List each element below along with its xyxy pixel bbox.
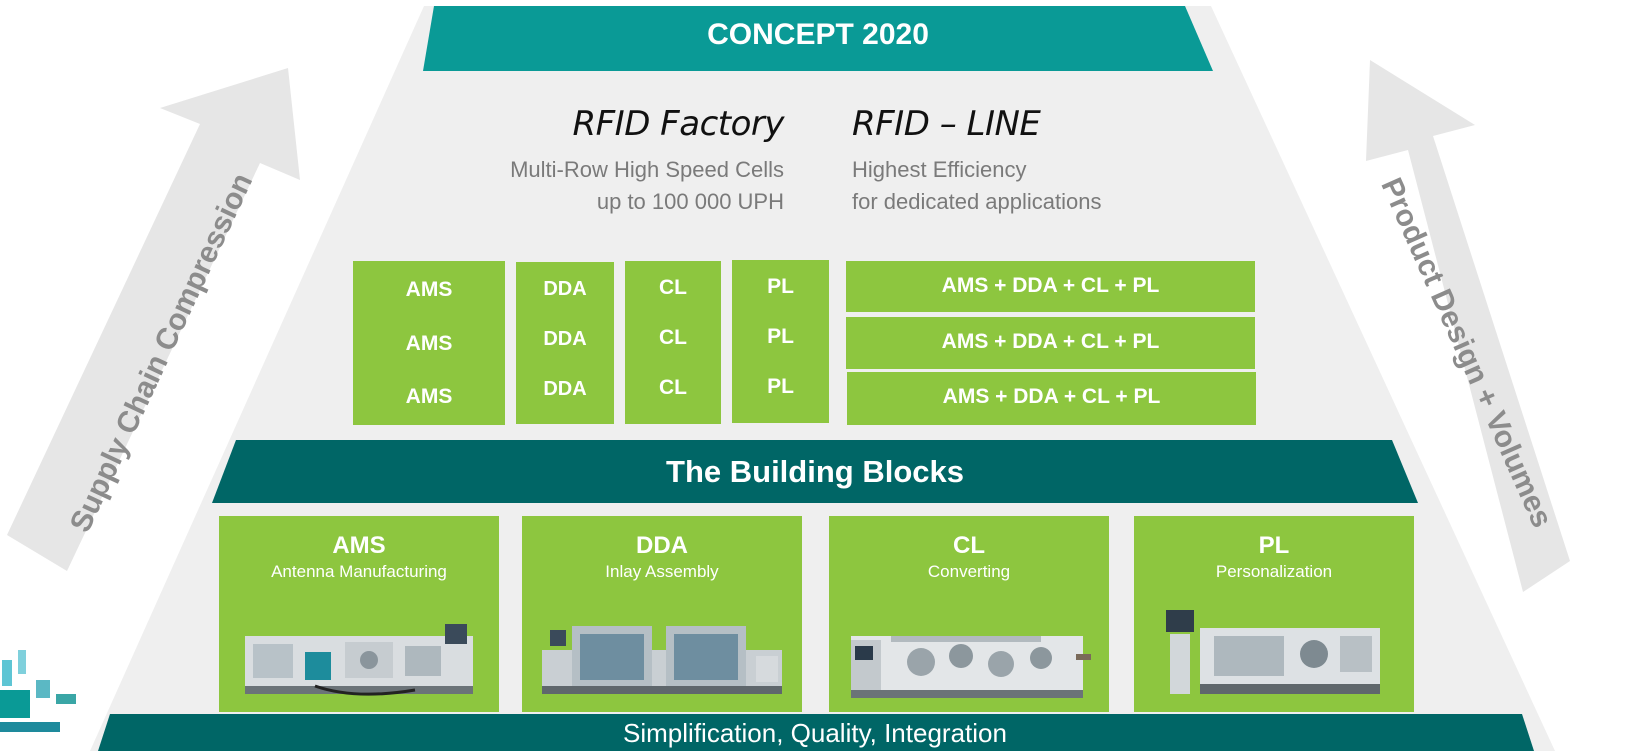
block-code: CL <box>953 532 985 559</box>
factory-cell-cl: CL CL CL <box>625 261 721 424</box>
page-title: CONCEPT 2020 <box>707 18 929 51</box>
footer-band <box>98 714 1534 751</box>
block-code: AMS <box>332 532 386 559</box>
machine-dda-image <box>542 626 782 694</box>
rfid-factory-line-2: up to 100 000 UPH <box>596 189 784 214</box>
factory-cell-dda: DDA DDA DDA <box>516 262 614 424</box>
factory-cell-label: AMS <box>405 332 453 355</box>
rfid-line-heading: RFID – LINE <box>852 104 1041 144</box>
building-blocks-title: The Building Blocks <box>666 454 964 489</box>
block-name: Converting <box>927 562 1011 581</box>
factory-cell-label: DDA <box>543 378 587 400</box>
factory-cell-pl: PL PL PL <box>732 260 829 423</box>
factory-cell-label: DDA <box>543 278 587 300</box>
footer-text: Simplification, Quality, Integration <box>623 718 1007 748</box>
block-code: PL <box>1258 532 1290 559</box>
machine-cl-image <box>851 636 1091 698</box>
factory-cell-label: DDA <box>543 328 587 350</box>
right-arrow-shape <box>1366 60 1570 592</box>
factory-cell-label: PL <box>767 375 794 398</box>
building-block-pl: PL Personalization <box>1134 516 1414 712</box>
machine-ams-image <box>245 624 473 696</box>
rfid-factory-heading: RFID Factory <box>572 104 784 144</box>
block-code: DDA <box>636 532 688 559</box>
corner-logo-icon <box>0 650 76 732</box>
rfid-line-row: AMS + DDA + CL + PL <box>846 317 1255 369</box>
rfid-line-line-2: for dedicated applications <box>852 189 1102 214</box>
block-name: Antenna Manufacturing <box>271 562 447 581</box>
factory-cell-ams: AMS AMS AMS <box>353 261 505 425</box>
rfid-line-row: AMS + DDA + CL + PL <box>846 261 1255 312</box>
factory-cell-label: CL <box>659 326 687 349</box>
building-block-ams: AMS Antenna Manufacturing <box>219 516 499 712</box>
concept-band <box>423 6 1213 71</box>
building-blocks-band <box>212 440 1418 503</box>
factory-cell-label: PL <box>767 275 794 298</box>
block-name: Personalization <box>1215 562 1333 581</box>
building-block-cl: CL Converting <box>829 516 1109 712</box>
factory-cell-label: CL <box>659 376 687 399</box>
factory-cell-label: AMS <box>405 385 453 408</box>
left-arrow-shape <box>7 68 300 571</box>
building-block-dda: DDA Inlay Assembly <box>522 516 802 712</box>
rfid-factory-line-1: Multi-Row High Speed Cells <box>510 157 784 182</box>
block-name: Inlay Assembly <box>605 562 719 581</box>
machine-pl-image <box>1166 610 1380 694</box>
factory-cell-label: CL <box>659 276 687 299</box>
factory-cell-label: PL <box>767 325 794 348</box>
rfid-line-row: AMS + DDA + CL + PL <box>847 372 1256 425</box>
rfid-line-line-1: Highest Efficiency <box>852 157 1027 182</box>
factory-cell-label: AMS <box>405 278 453 301</box>
